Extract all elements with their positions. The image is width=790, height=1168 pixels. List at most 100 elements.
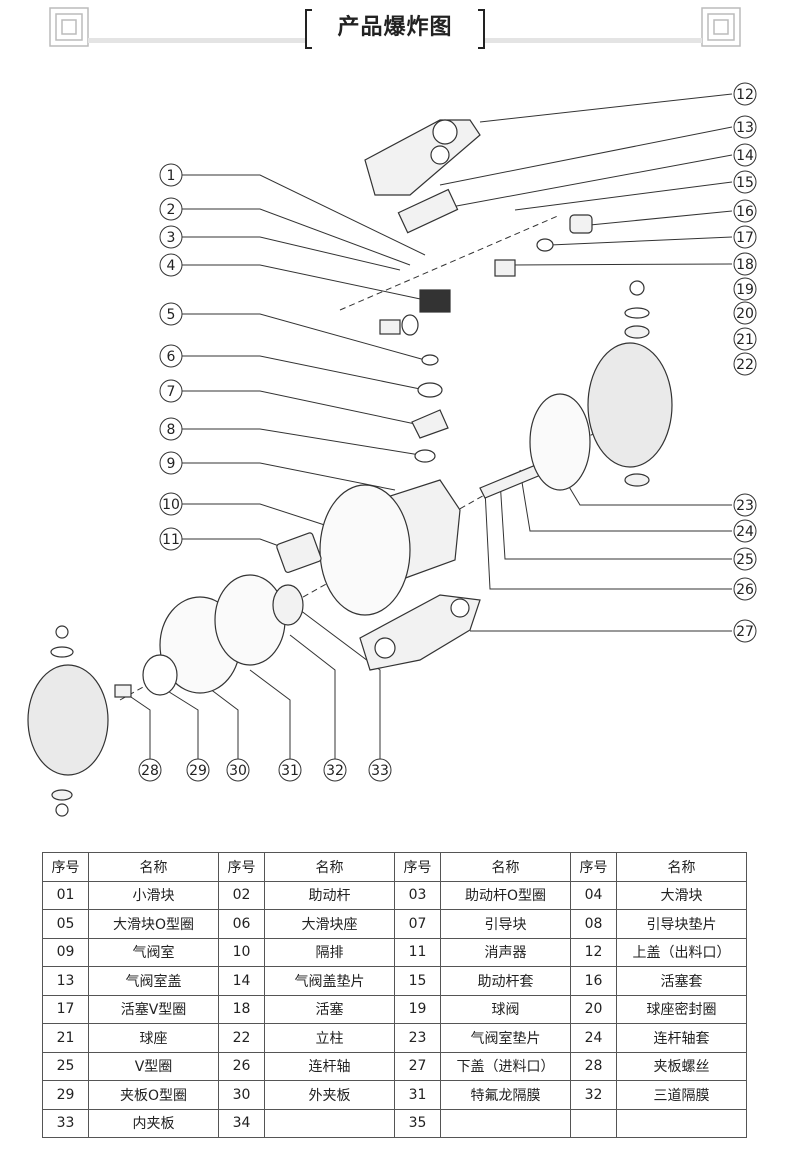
svg-text:12: 12 [736,87,754,103]
svg-text:16: 16 [736,204,754,220]
part-number-cell: 02 [218,880,265,910]
part-number-cell: 03 [394,880,441,910]
exploded-drawing: 1 2 3 4 5 6 7 8 9 10 11 12 13 14 15 16 1… [27,82,757,817]
svg-text:5: 5 [167,307,176,323]
part-name-cell: 球阀 [440,994,571,1024]
part-name-cell: 夹板O型圈 [88,1080,219,1110]
part-number-cell: 01 [42,880,89,910]
svg-text:29: 29 [189,763,207,779]
part-number-cell: 24 [570,1023,617,1053]
part-name-cell: 气阀室垫片 [440,1023,571,1053]
callout-11: 11 [159,527,183,551]
svg-text:19: 19 [736,282,754,298]
part-name-cell: 大滑块座 [264,909,395,939]
header-cell: 名称 [616,852,747,882]
part-number-cell: 07 [394,909,441,939]
svg-text:28: 28 [141,763,159,779]
part-name-cell: 连杆轴 [264,1051,395,1081]
callout-8: 8 [159,417,183,441]
part-number-cell: 34 [218,1108,265,1138]
part-name-cell: 特氟龙隔膜 [440,1080,571,1110]
svg-text:32: 32 [326,763,344,779]
part-name-cell: 引导块 [440,909,571,939]
part-name-cell: 上盖（出料口） [616,937,747,967]
part-number-cell: 31 [394,1080,441,1110]
callout-30: 30 [226,758,250,782]
part-name-cell [440,1108,571,1138]
svg-text:33: 33 [371,763,389,779]
part-number-cell: 10 [218,937,265,967]
svg-text:21: 21 [736,332,754,348]
part-number-cell: 33 [42,1108,89,1138]
part-number-cell: 35 [394,1108,441,1138]
svg-text:22: 22 [736,357,754,373]
callout-9: 9 [159,451,183,475]
part-number-cell: 06 [218,909,265,939]
callout-14: 14 [733,143,757,167]
callout-28: 28 [138,758,162,782]
part-number-cell [570,1108,617,1138]
callout-12: 12 [733,82,757,106]
svg-text:8: 8 [167,422,176,438]
svg-text:14: 14 [736,148,754,164]
callout-31: 31 [278,758,302,782]
part-number-cell: 09 [42,937,89,967]
part-name-cell [264,1108,395,1138]
part-number-cell: 11 [394,937,441,967]
part-name-cell: 大滑块 [616,880,747,910]
svg-text:27: 27 [736,624,754,640]
part-number-cell: 28 [570,1051,617,1081]
callout-4: 4 [159,253,183,277]
callout-16: 16 [733,199,757,223]
svg-text:1: 1 [167,168,176,184]
part-name-cell: 活塞套 [616,966,747,996]
callout-29: 29 [186,758,210,782]
svg-text:6: 6 [167,349,176,365]
part-number-cell: 19 [394,994,441,1024]
svg-text:9: 9 [167,456,176,472]
part-name-cell: 助动杆O型圈 [440,880,571,910]
callout-22: 22 [733,352,757,376]
callout-15: 15 [733,170,757,194]
header: 产品爆炸图 [0,0,790,60]
table-header-row: 序号 名称 序号 名称 序号 名称 序号 名称 [42,852,747,882]
callout-21: 21 [733,327,757,351]
part-number-cell: 15 [394,966,441,996]
part-name-cell: 活塞 [264,994,395,1024]
callout-25: 25 [733,547,757,571]
part-name-cell [616,1108,747,1138]
part-name-cell: 外夹板 [264,1080,395,1110]
svg-text:20: 20 [736,306,754,322]
svg-text:4: 4 [167,258,176,274]
callout-1: 1 [159,163,183,187]
part-number-cell: 12 [570,937,617,967]
svg-text:2: 2 [167,202,176,218]
part-number-cell: 20 [570,994,617,1024]
part-number-cell: 25 [42,1051,89,1081]
part-number-cell: 08 [570,909,617,939]
callout-18: 18 [733,252,757,276]
part-number-cell: 16 [570,966,617,996]
part-name-cell: 立柱 [264,1023,395,1053]
callout-13: 13 [733,115,757,139]
part-name-cell: 气阀室盖 [88,966,219,996]
svg-text:11: 11 [162,532,180,548]
part-name-cell: 气阀盖垫片 [264,966,395,996]
part-number-cell: 23 [394,1023,441,1053]
part-name-cell: 夹板螺丝 [616,1051,747,1081]
part-number-cell: 04 [570,880,617,910]
callout-10: 10 [159,492,183,516]
callout-6: 6 [159,344,183,368]
header-ornament [49,7,741,49]
header-cell: 序号 [570,852,617,882]
part-name-cell: 三道隔膜 [616,1080,747,1110]
part-name-cell: 活塞V型圈 [88,994,219,1024]
part-number-cell: 17 [42,994,89,1024]
callout-5: 5 [159,302,183,326]
